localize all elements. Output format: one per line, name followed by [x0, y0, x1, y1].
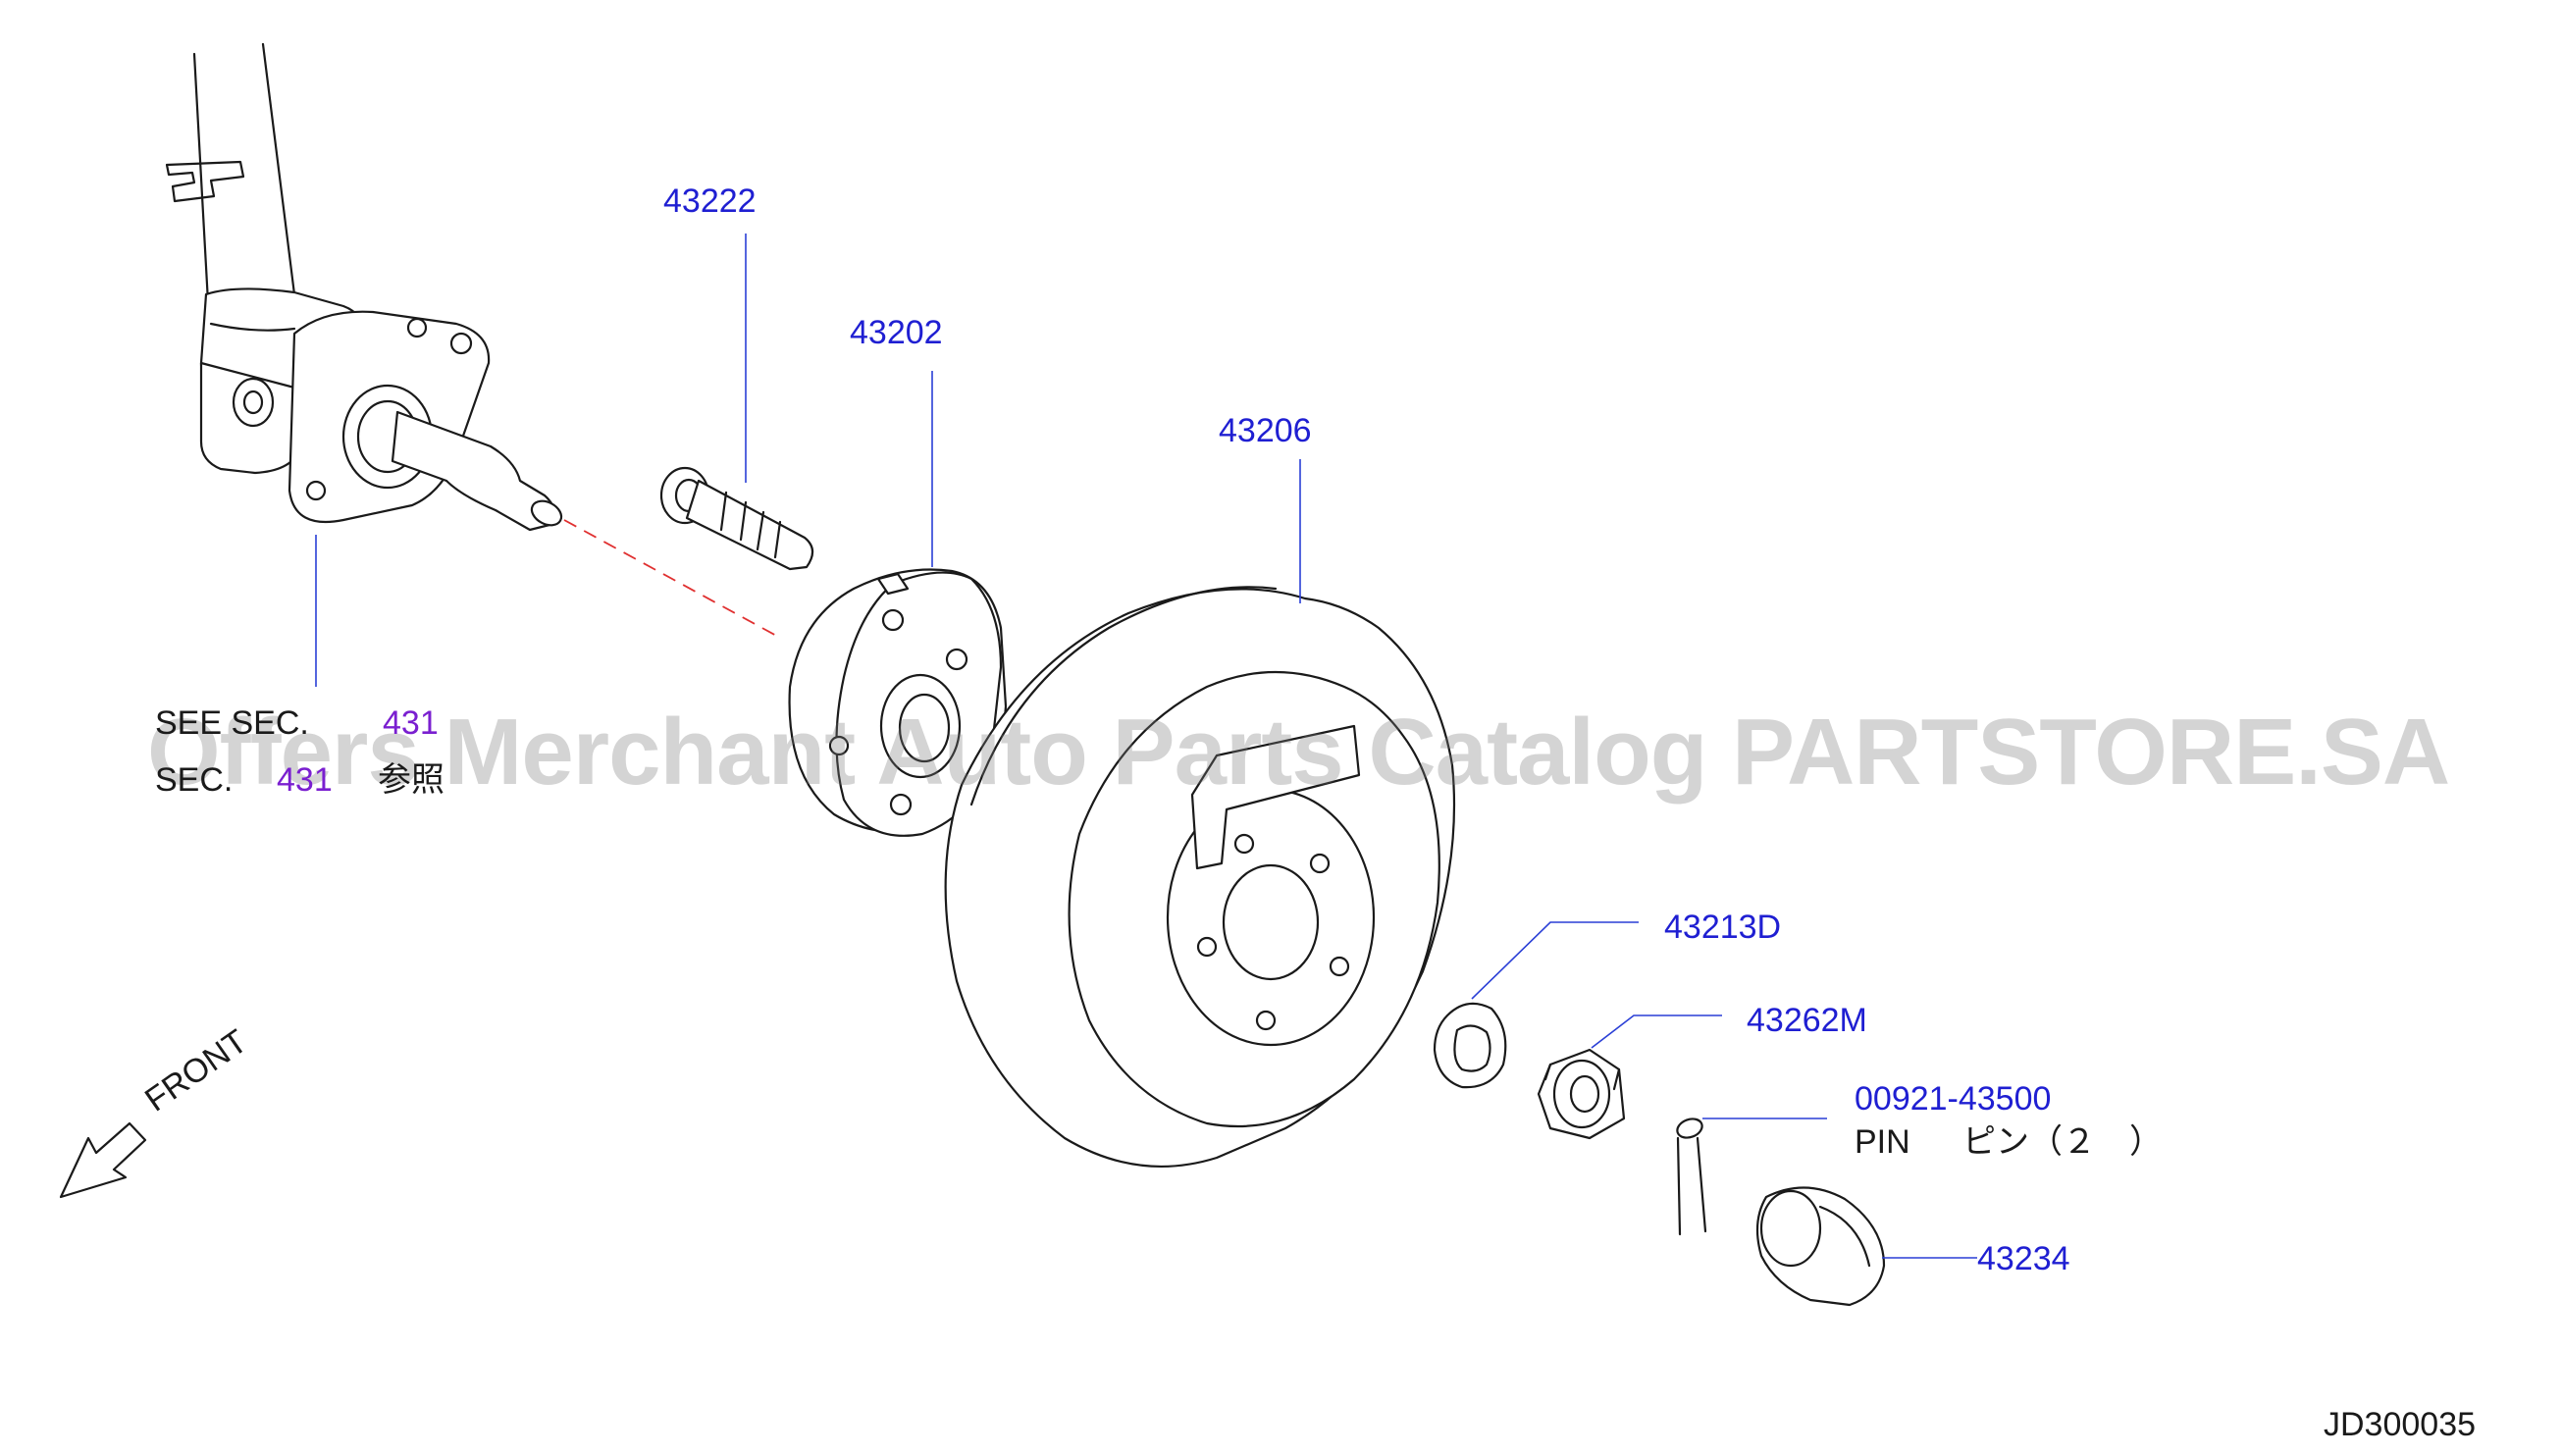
cotter-pin-00921-43500[interactable]: [1675, 1116, 1707, 1236]
leader-43262M: [1591, 1014, 1722, 1049]
callout-43202[interactable]: 43202: [850, 314, 943, 351]
axis-centerline: [563, 519, 781, 639]
callout-43213D[interactable]: 43213D: [1664, 909, 1782, 946]
diagram-code: JD300035: [2324, 1406, 2477, 1443]
section-suffix-jp: 参照: [378, 761, 444, 799]
section-prefix-jp: SEC.: [155, 761, 234, 799]
lock-nut-43262M[interactable]: [1537, 1048, 1626, 1140]
see-section-number[interactable]: 431: [383, 704, 439, 742]
callout-43222[interactable]: 43222: [663, 182, 757, 220]
pin-label-en: PIN: [1855, 1123, 1910, 1161]
section-number-jp[interactable]: 431: [277, 761, 333, 799]
pin-label-jp: ピン（２ ）: [1962, 1123, 2163, 1161]
front-direction-arrow-icon: [59, 1121, 147, 1199]
steering-knuckle-assembly[interactable]: [165, 42, 565, 532]
brake-drum-43206[interactable]: [944, 586, 1456, 1168]
hub-flange-43202[interactable]: [788, 568, 1008, 837]
leader-43213D: [1471, 921, 1639, 1000]
callout-43234[interactable]: 43234: [1977, 1240, 2070, 1277]
washer-43213D[interactable]: [1433, 1002, 1507, 1089]
callout-43262M[interactable]: 43262M: [1747, 1002, 1867, 1039]
see-section-prefix: SEE SEC.: [155, 704, 309, 742]
hub-cap-43234[interactable]: [1755, 1186, 1886, 1307]
hub-bolt-43222[interactable]: [659, 466, 814, 571]
callout-43206[interactable]: 43206: [1219, 412, 1312, 449]
callout-00921-43500[interactable]: 00921-43500: [1855, 1080, 2052, 1118]
